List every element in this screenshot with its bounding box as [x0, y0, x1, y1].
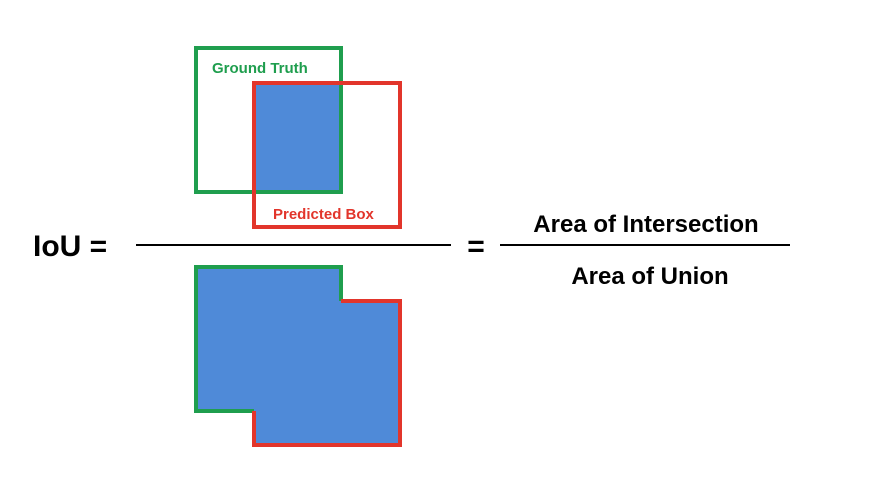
- ground-truth-box: [194, 46, 343, 194]
- union-predicted-outline: [252, 299, 402, 447]
- denominator-label: Area of Union: [571, 263, 728, 290]
- predicted-box: [252, 81, 402, 229]
- intersection-fill: [254, 84, 340, 191]
- ground-truth-label: Ground Truth: [212, 60, 308, 77]
- union-ground-truth-outline: [194, 265, 343, 413]
- equals-sign: =: [467, 230, 485, 263]
- intersection-illustration: Ground Truth Predicted Box: [194, 46, 402, 229]
- numerator-label: Area of Intersection: [533, 211, 758, 238]
- iou-label: IoU =: [33, 230, 107, 263]
- union-fill: [196, 267, 400, 445]
- union-illustration: [194, 265, 402, 447]
- predicted-box-label: Predicted Box: [273, 206, 375, 223]
